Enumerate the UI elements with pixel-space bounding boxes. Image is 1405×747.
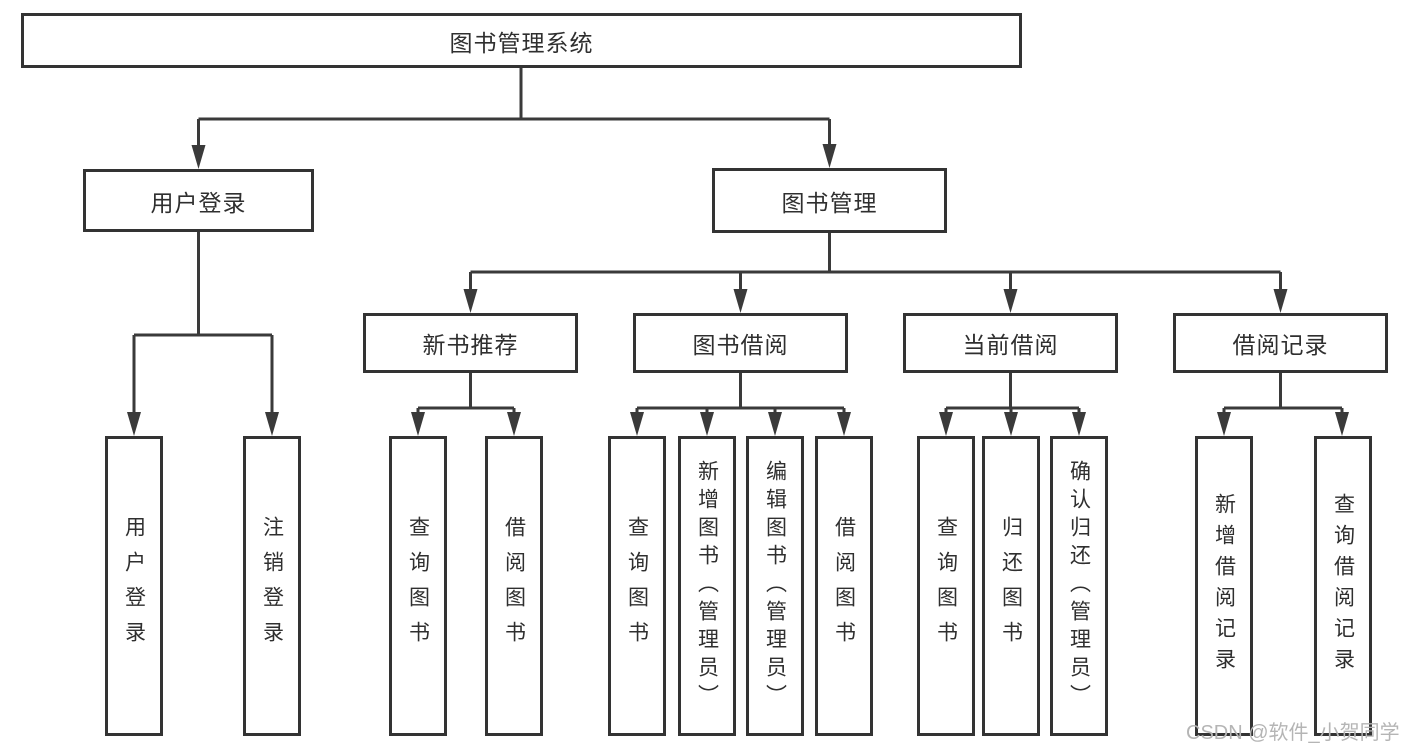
leaf-logout-label: 注销登录 [260, 516, 284, 656]
leaf-edit-book-admin: 编辑图书（管理员） [746, 436, 804, 736]
leaf-add-borrow-record-label: 新增借阅记录 [1212, 493, 1236, 679]
leaf-user-login: 用户登录 [105, 436, 163, 736]
leaf-borrow-books-1-label: 借阅图书 [502, 516, 526, 656]
node-user-login-label: 用户登录 [150, 189, 247, 216]
leaf-query-borrow-record: 查询借阅记录 [1314, 436, 1372, 736]
connector-borrowing-records-to-leaves [1222, 373, 1344, 414]
node-user-login: 用户登录 [83, 169, 314, 232]
leaf-borrow-books-2: 借阅图书 [815, 436, 873, 736]
leaf-add-book-admin: 新增图书（管理员） [678, 436, 736, 736]
connector-book-management-to-level3 [469, 233, 1282, 290]
leaf-return-books: 归还图书 [982, 436, 1040, 736]
leaf-query-books-2: 查询图书 [608, 436, 666, 736]
node-current-borrowing-label: 当前借阅 [962, 332, 1059, 358]
connector-new-book-to-leaves [416, 373, 516, 414]
connector-user-login-to-leaves [132, 232, 274, 413]
connector-book-borrowing-to-leaves [635, 373, 846, 414]
node-borrowing-records: 借阅记录 [1173, 313, 1388, 373]
connector-root-to-level2 [197, 66, 831, 146]
node-book-management: 图书管理 [712, 168, 947, 233]
node-current-borrowing: 当前借阅 [903, 313, 1118, 373]
node-root: 图书管理系统 [21, 13, 1022, 68]
leaf-edit-book-admin-label: 编辑图书（管理员） [763, 460, 787, 712]
node-book-management-label: 图书管理 [781, 189, 878, 216]
leaf-borrow-books-2-label: 借阅图书 [832, 516, 856, 656]
leaf-return-books-label: 归还图书 [999, 516, 1023, 656]
node-book-borrowing: 图书借阅 [633, 313, 848, 373]
leaf-user-login-label: 用户登录 [122, 516, 146, 656]
leaf-add-borrow-record: 新增借阅记录 [1195, 436, 1253, 736]
csdn-watermark: CSDN @软件_小贺同学 [1186, 722, 1400, 744]
leaf-query-books-1-label: 查询图书 [406, 516, 430, 656]
node-borrowing-records-label: 借阅记录 [1232, 332, 1329, 358]
leaf-logout: 注销登录 [243, 436, 301, 736]
leaf-borrow-books-1: 借阅图书 [485, 436, 543, 736]
leaf-query-books-3: 查询图书 [917, 436, 975, 736]
leaf-query-books-1: 查询图书 [389, 436, 447, 736]
connector-current-borrowing-to-leaves [944, 373, 1081, 414]
node-new-book-recommend-label: 新书推荐 [422, 332, 519, 358]
node-book-borrowing-label: 图书借阅 [692, 332, 789, 358]
node-new-book-recommend: 新书推荐 [363, 313, 578, 373]
leaf-query-books-2-label: 查询图书 [625, 516, 649, 656]
arrowheads [127, 144, 1349, 436]
node-root-label: 图书管理系统 [449, 29, 594, 56]
leaf-query-borrow-record-label: 查询借阅记录 [1331, 493, 1355, 679]
leaf-confirm-return-admin-label: 确认归还（管理员） [1067, 460, 1091, 712]
leaf-confirm-return-admin: 确认归还（管理员） [1050, 436, 1108, 736]
leaf-query-books-3-label: 查询图书 [934, 516, 958, 656]
leaf-add-book-admin-label: 新增图书（管理员） [695, 460, 719, 712]
